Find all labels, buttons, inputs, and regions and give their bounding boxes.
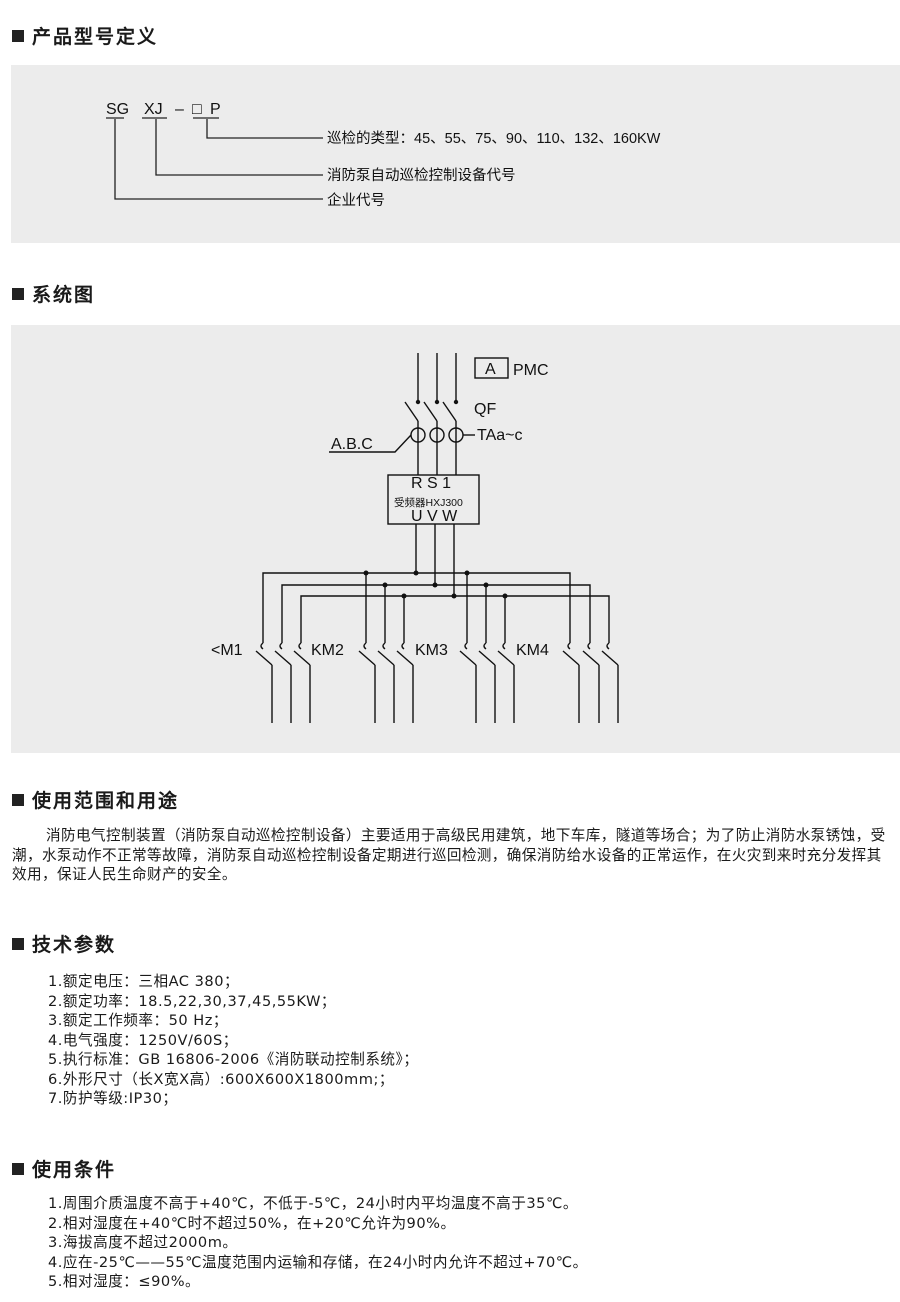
list-item: 4.电气强度：1250V/60S； bbox=[48, 1031, 238, 1049]
code-suffix: P bbox=[210, 101, 221, 118]
model-code-diagram: SG XJ – □ P 巡检的类型：45、55、75、90、110、132、16… bbox=[106, 101, 661, 209]
ammeter-box bbox=[474, 357, 509, 379]
list-item: 4.应在-25℃——55℃温度范围内运输和存储，在24小时内允许不超过+70℃。 bbox=[48, 1253, 588, 1271]
code-dash: – bbox=[175, 101, 184, 118]
code-prefix: SG bbox=[106, 101, 129, 118]
km3-label: KM3 bbox=[415, 642, 448, 659]
branch-drop-lines bbox=[365, 573, 506, 643]
list-item: 2.额定功率：18.5,22,30,37,45,55KW； bbox=[48, 992, 337, 1010]
list-item: 7.防护等级:IP30； bbox=[48, 1090, 178, 1107]
section-title-text: 使用范围和用途 bbox=[32, 790, 180, 812]
params-list: 1.额定电压：三相AC 380； 2.额定功率：18.5,22,30,37,45… bbox=[48, 972, 418, 1109]
square-bullet-icon bbox=[12, 937, 24, 950]
list-item: 1.周围介质温度不高于+40℃，不低于-5℃，24小时内平均温度不高于35℃。 bbox=[48, 1195, 578, 1212]
contactor-km3 bbox=[459, 642, 515, 723]
square-bullet-icon bbox=[12, 793, 24, 806]
contactor-km1 bbox=[255, 642, 311, 723]
output-lines bbox=[415, 524, 455, 596]
abc-label: A.B.C bbox=[331, 436, 373, 453]
km2-label: KM2 bbox=[311, 642, 344, 659]
junction-dots bbox=[363, 399, 508, 599]
conditions-list: 1.周围介质温度不高于+40℃，不低于-5℃，24小时内平均温度不高于35℃。 … bbox=[48, 1194, 588, 1292]
section-title-params: 技术参数 bbox=[12, 930, 116, 957]
square-bullet-icon bbox=[12, 1162, 24, 1175]
list-item: 5.相对湿度：≤90%。 bbox=[48, 1273, 201, 1290]
inverter-inputs-label: R S 1 bbox=[411, 475, 451, 492]
section-title-text: 产品型号定义 bbox=[32, 26, 159, 48]
desc-device-code: 消防泵自动巡检控制设备代号 bbox=[327, 167, 516, 184]
km4-label: KM4 bbox=[516, 642, 549, 659]
list-item: 5.执行标准：GB 16806-2006《消防联动控制系统》； bbox=[48, 1051, 419, 1068]
km1-label: <M1 bbox=[211, 642, 243, 659]
inverter-model-label: 受频器HXJ300 bbox=[394, 496, 463, 509]
section-title-text: 系统图 bbox=[32, 284, 96, 306]
list-item: 3.海拔高度不超过2000m。 bbox=[48, 1234, 238, 1251]
list-item: 1.额定电压：三相AC 380； bbox=[48, 973, 240, 990]
inverter-outputs-label: U V W bbox=[411, 508, 458, 525]
contactor-km-symbols bbox=[255, 642, 619, 723]
system-wiring-diagram: A PMC QF A.B.C TAa~c R S 1 U V W <M1 KM2… bbox=[211, 353, 619, 723]
contactor-km2 bbox=[358, 642, 414, 723]
desc-company-code: 企业代号 bbox=[327, 191, 385, 209]
square-bullet-icon bbox=[12, 287, 24, 300]
desc-power-types: 巡检的类型：45、55、75、90、110、132、160KW bbox=[327, 130, 661, 147]
section-title-text: 使用条件 bbox=[32, 1159, 117, 1181]
section-title-system: 系统图 bbox=[12, 280, 95, 307]
list-item: 3.额定工作频率：50 Hz； bbox=[48, 1012, 229, 1029]
system-diagram-panel: A PMC QF A.B.C TAa~c R S 1 U V W <M1 KM2… bbox=[11, 325, 900, 753]
code-series: XJ bbox=[144, 101, 163, 118]
list-item: 2.相对湿度在+40℃时不超过50%，在+20℃允许为90%。 bbox=[48, 1214, 456, 1232]
inverter-box bbox=[387, 474, 480, 525]
section-title-usage: 使用范围和用途 bbox=[12, 786, 179, 813]
usage-paragraph: 消防电气控制装置（消防泵自动巡检控制设备）主要适用于高级民用建筑，地下车库，隧道… bbox=[12, 827, 886, 883]
ammeter-label: A bbox=[485, 361, 496, 378]
ta-label: TAa~c bbox=[477, 427, 523, 444]
list-item: 6.外形尺寸（长X宽X高）:600X600X1800mm;； bbox=[48, 1070, 394, 1088]
section-title-model: 产品型号定义 bbox=[12, 22, 158, 49]
contactor-km4 bbox=[562, 642, 619, 723]
qf-label: QF bbox=[474, 401, 496, 418]
code-box: □ bbox=[192, 101, 202, 118]
section-title-conditions: 使用条件 bbox=[12, 1155, 116, 1182]
incoming-phase-lines bbox=[417, 353, 457, 475]
section-title-text: 技术参数 bbox=[32, 934, 117, 956]
breaker-qf-symbol bbox=[404, 401, 457, 422]
current-transformer-symbol bbox=[329, 427, 475, 453]
model-leader-lines bbox=[106, 117, 323, 200]
square-bullet-icon bbox=[12, 29, 24, 42]
pmc-label: PMC bbox=[513, 362, 549, 379]
model-definition-panel: SG XJ – □ P 巡检的类型：45、55、75、90、110、132、16… bbox=[11, 65, 900, 243]
